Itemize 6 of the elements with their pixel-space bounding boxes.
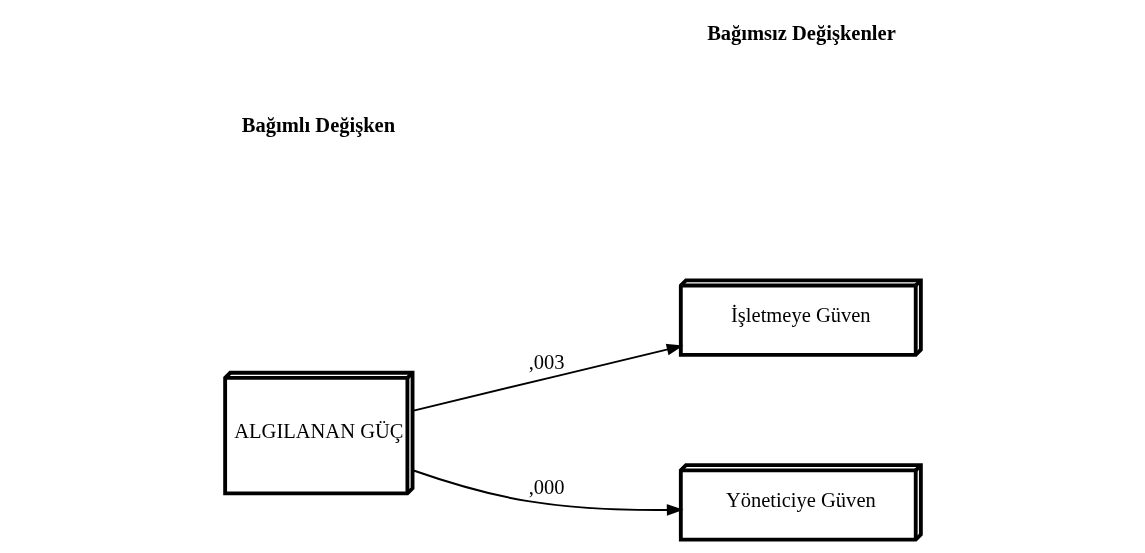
label: Bağımlı Değişken [241, 114, 395, 137]
arrow [411, 469, 684, 516]
label: Bağımsız Değişkenler [706, 22, 896, 45]
edge-label: ,000 [528, 476, 565, 499]
arrow [411, 343, 683, 412]
edge-label: ,003 [528, 350, 565, 373]
